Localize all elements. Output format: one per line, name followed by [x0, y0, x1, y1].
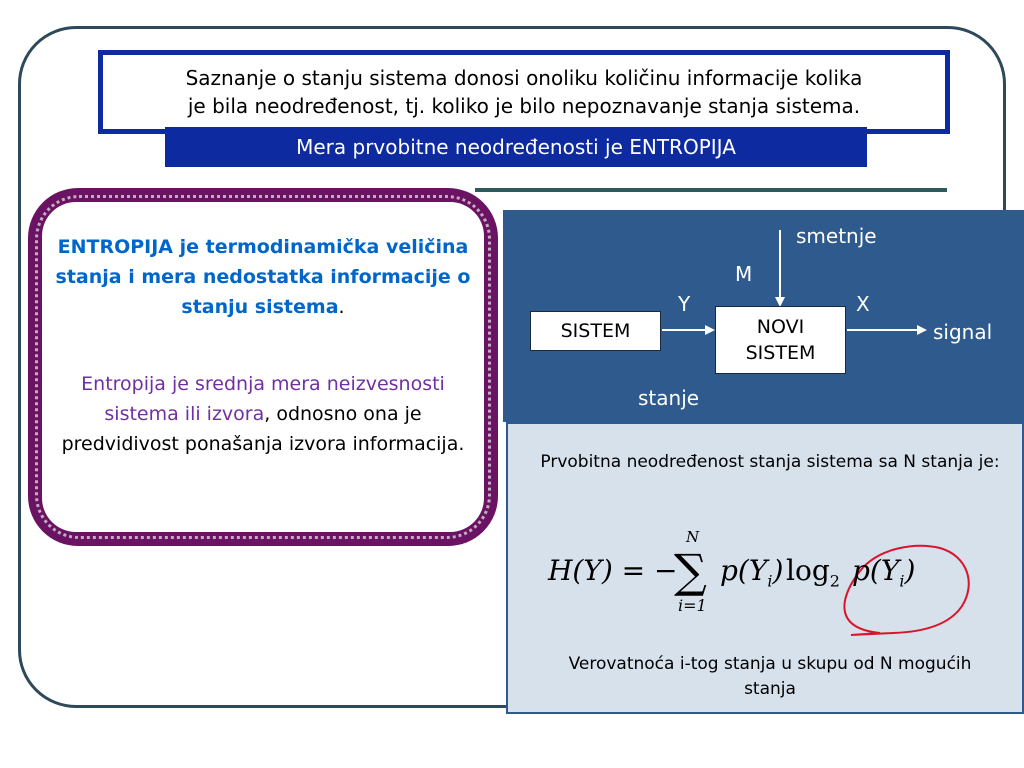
- entropy-panel: [42, 202, 484, 532]
- sistem-box: SISTEM: [530, 311, 661, 351]
- subtitle-text: Mera prvobitne neodređenosti je ENTROPIJ…: [296, 135, 736, 159]
- m-label: M: [735, 262, 753, 286]
- formula-panel: [506, 422, 1024, 714]
- smetnje-label: smetnje: [796, 224, 877, 248]
- signal-label: signal: [933, 320, 993, 344]
- definition-period: .: [338, 296, 345, 318]
- x-label: X: [856, 292, 870, 316]
- probability-caption: Verovatnoća i-tog stanja u skupu od N mo…: [568, 654, 972, 699]
- log-term: log2: [786, 554, 840, 591]
- novi-sistem-box: NOVI SISTEM: [715, 306, 846, 374]
- sum-sign-icon: ∑: [674, 544, 707, 598]
- subtitle-bar: Mera prvobitne neodređenosti je ENTROPIJ…: [165, 127, 867, 167]
- stanje-label: stanje: [638, 386, 700, 410]
- entropy-definition-text: ENTROPIJA je termodinamička veličina sta…: [55, 236, 471, 318]
- sum-upper-limit: N: [686, 528, 700, 546]
- entropy-definition: ENTROPIJA je termodinamička veličina sta…: [44, 232, 482, 322]
- sistem-label: SISTEM: [560, 320, 631, 342]
- term-probability-2: p(Yi): [852, 554, 916, 591]
- divider-line: [475, 188, 947, 192]
- term-probability-1: p(Yi): [720, 554, 784, 591]
- formula-intro: Prvobitna neodređenost stanja sistema sa…: [540, 452, 1000, 472]
- novi-label-line2: SISTEM: [745, 342, 816, 364]
- novi-label-line1: NOVI: [756, 316, 805, 338]
- entropy-description-rest: , odnosno ona je predvidivost ponašanja …: [61, 403, 465, 455]
- header-line-2: je bila neodređenost, tj. koliko je bilo…: [187, 94, 861, 118]
- entropy-description-highlight: Entropija je srednja mera neizvesnosti s…: [81, 373, 445, 425]
- entropy-description: Entropija je srednja mera neizvesnosti s…: [44, 369, 482, 459]
- y-label: Y: [678, 292, 691, 316]
- header-line-1: Saznanje o stanju sistema donosi onoliku…: [185, 66, 863, 90]
- sum-lower-limit: i=1: [678, 596, 707, 615]
- speech-bubble: [843, 544, 970, 636]
- formula-lhs: H(Y) = −: [548, 554, 678, 587]
